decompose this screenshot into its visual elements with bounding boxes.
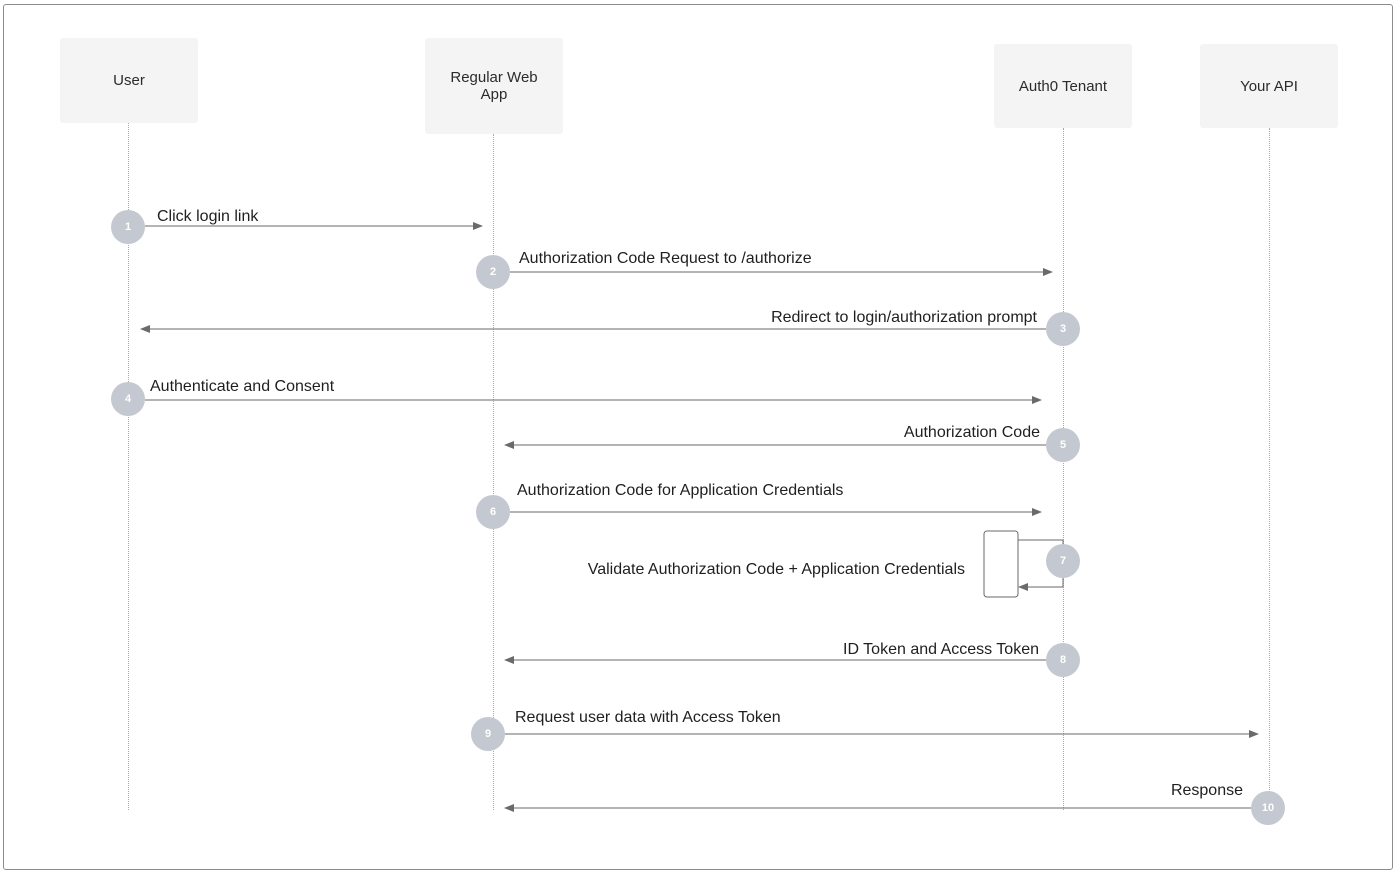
actor-regular-web-app: Regular Web App	[425, 38, 563, 134]
step-badge-6: 6	[476, 495, 510, 529]
step-badge-3: 3	[1046, 312, 1080, 346]
step-badge-10: 10	[1251, 791, 1285, 825]
actor-your-api: Your API	[1200, 44, 1338, 128]
step-badge-7: 7	[1046, 544, 1080, 578]
actor-auth0-tenant: Auth0 Tenant	[994, 44, 1132, 128]
message-label-step-2: Authorization Code Request to /authorize	[519, 250, 812, 267]
lifeline-user	[128, 123, 129, 810]
message-label-step-8: ID Token and Access Token	[843, 641, 1039, 658]
step-badge-1: 1	[111, 210, 145, 244]
step-badge-9: 9	[471, 717, 505, 751]
lifeline-your-api	[1269, 128, 1270, 810]
step-badge-4: 4	[111, 382, 145, 416]
message-label-step-5: Authorization Code	[903, 424, 1040, 441]
lifeline-auth0-tenant	[1063, 128, 1064, 810]
actor-user: User	[60, 38, 198, 123]
lifeline-regular-web-app	[493, 134, 494, 810]
actor-regular-web-app-label: Regular Web App	[450, 69, 538, 103]
actor-your-api-label: Your API	[1240, 77, 1298, 95]
step-badge-2: 2	[476, 255, 510, 289]
message-label-step-3: Redirect to login/authorization prompt	[771, 309, 1037, 326]
message-label-step-4: Authenticate and Consent	[150, 378, 335, 395]
activation-box-step-7	[983, 530, 1019, 598]
message-label-step-7: Validate Authorization Code + Applicatio…	[587, 561, 965, 578]
message-label-step-10: Response	[1170, 782, 1243, 799]
step-badge-5: 5	[1046, 428, 1080, 462]
actor-user-label: User	[113, 72, 145, 89]
message-label-step-9: Request user data with Access Token	[515, 709, 781, 726]
message-label-step-1: Click login link	[157, 208, 259, 225]
step-badge-8: 8	[1046, 643, 1080, 677]
actor-auth0-tenant-label: Auth0 Tenant	[1018, 77, 1108, 95]
message-label-step-6: Authorization Code for Application Crede…	[517, 482, 844, 499]
diagram-frame	[3, 4, 1393, 870]
